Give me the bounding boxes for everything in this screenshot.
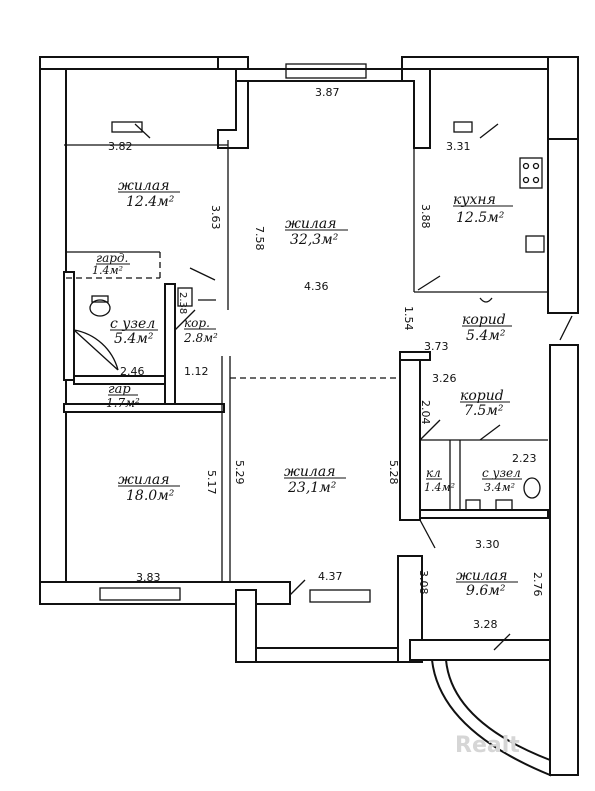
room-area: 9.6м²: [466, 583, 506, 599]
room-name: жилая: [118, 472, 169, 488]
dimension: 5.29: [233, 460, 246, 485]
dimension: 2.46: [120, 365, 145, 378]
room-name: кориd: [462, 312, 506, 328]
balcony-bottom-wall: [255, 647, 407, 663]
bay-window-wall: [430, 659, 551, 777]
partition-closet-bottom: [63, 403, 225, 413]
dimension: 3.08: [417, 570, 430, 595]
room-area: 18.0м²: [126, 488, 175, 504]
dimension: 3.28: [473, 618, 498, 631]
partition-wc-bottom: [419, 509, 549, 519]
dimension: 3.26: [432, 372, 457, 385]
room-area: 1.4м²: [424, 481, 455, 494]
wall-notch-2: [401, 56, 431, 149]
balcony-left-wall: [235, 589, 257, 663]
room-area: 1.7м²: [106, 396, 140, 410]
dimension: 3.63: [209, 205, 222, 230]
room-name: гар: [108, 382, 131, 397]
dimension: 5.28: [387, 460, 400, 485]
room-area: 12.5м²: [456, 210, 505, 226]
top-wall-left: [39, 56, 249, 70]
right-wall-cap: [547, 56, 579, 140]
dimension: 4.36: [304, 280, 329, 293]
dimension: 3.82: [108, 140, 133, 153]
room-name: с узел: [110, 316, 155, 332]
room-name: жилая: [118, 178, 169, 194]
dimension: 3.83: [136, 571, 161, 584]
room-area: 23,1м²: [287, 480, 337, 496]
right-outer-wall-bottom: [549, 344, 579, 776]
interior-lines: [64, 63, 573, 651]
partition-bath-left: [63, 271, 75, 381]
dimension: 5.17: [205, 470, 218, 495]
dimension: 2.23: [512, 452, 537, 465]
room-name: с узел: [482, 466, 521, 480]
room-area: 7.5м²: [464, 403, 504, 419]
room-name: гард.: [96, 251, 128, 265]
room-name: кор.: [184, 316, 210, 330]
dimension: 2.76: [531, 572, 544, 597]
dimension: 7.58: [253, 226, 266, 251]
dimension: 3.88: [419, 204, 432, 229]
dimension-labels: 3.87 3.82 3.31 3.63 7.58 3.88 4.36 1.54 …: [108, 86, 544, 631]
dimension: 2.04: [419, 400, 432, 425]
room-area: 3.4м²: [484, 481, 515, 494]
top-wall-center: [235, 68, 415, 82]
bottom-wall-right: [409, 639, 551, 661]
room-name: кухня: [453, 192, 496, 208]
room-name: жилая: [456, 568, 507, 584]
room-labels: жилая 12.4м² жилая 32,3м² кухня 12.5м² г…: [92, 178, 522, 599]
partition-bath-right: [164, 283, 176, 409]
left-outer-wall: [39, 56, 67, 592]
dimension: 3.31: [446, 140, 471, 153]
dimension: 1.54: [402, 306, 415, 331]
room-area: 5.4м²: [466, 328, 506, 344]
room-area: 12.4м²: [126, 194, 175, 210]
dimension: 3.30: [475, 538, 500, 551]
watermark: Realt: [455, 733, 520, 758]
partition-corridor: [399, 351, 421, 521]
dimension: 2.38: [177, 292, 188, 314]
room-name: жилая: [284, 464, 335, 480]
room-name: кориd: [460, 388, 504, 404]
dimension: 3.87: [315, 86, 340, 99]
room-name: жилая: [285, 216, 336, 232]
room-area: 32,3м²: [290, 232, 339, 248]
room-area: 5.4м²: [114, 331, 154, 347]
walls: [39, 56, 579, 777]
partition-corridor-top: [399, 351, 431, 361]
room-area: 1.4м²: [92, 264, 123, 277]
dimension: 1.12: [184, 365, 209, 378]
room-area: 2.8м²: [183, 331, 218, 345]
room-name: кл: [426, 466, 441, 480]
dimension: 4.37: [318, 570, 343, 583]
dimension: 3.73: [424, 340, 449, 353]
